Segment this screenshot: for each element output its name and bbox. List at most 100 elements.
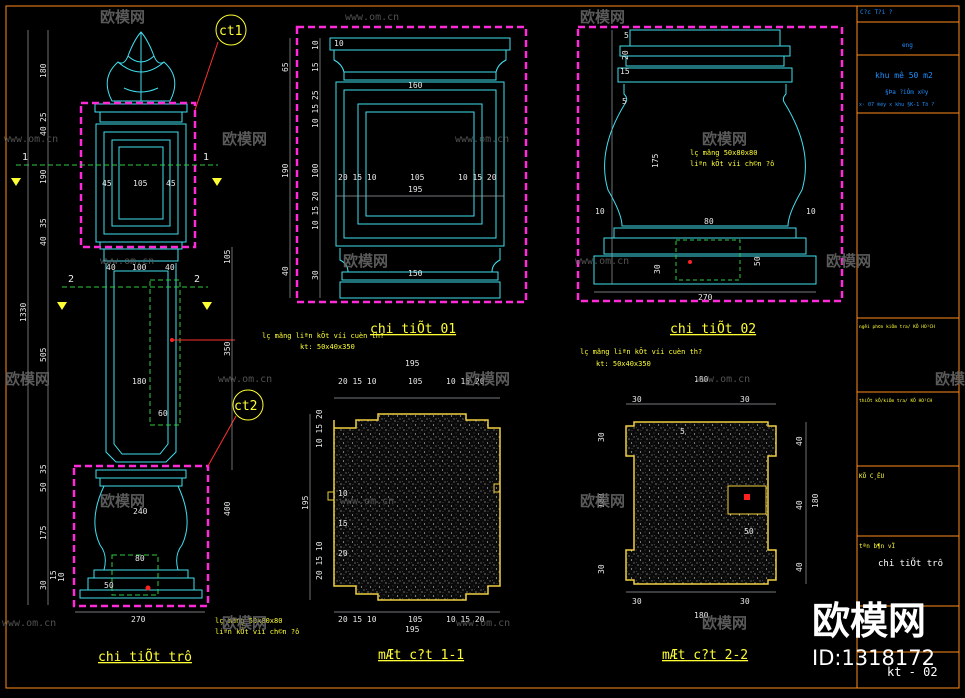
s2-dim-30-tl: 30	[632, 395, 642, 404]
detail2-frame	[576, 25, 844, 303]
d1-dim-5-15: 15	[311, 62, 320, 72]
anchor-hole-marker	[145, 585, 151, 591]
s1-dim-195-side: 195	[301, 495, 310, 510]
s1-dim-bottom-left: 20 15 10	[338, 615, 377, 624]
section22-anchor	[744, 494, 750, 500]
title-block: C?c T?i ? eng khu mê 50 m2 §Þa ?iÓm x©y …	[856, 5, 960, 689]
pillar-note-a: lç mãng liªn kÕt víi cuèn th?	[262, 331, 384, 340]
left-dim-lines	[27, 30, 233, 613]
dim-left-350: 350	[223, 341, 232, 356]
dim-p-45a: 45	[102, 179, 112, 188]
tb-row-3: khu mê 50 m2	[875, 70, 933, 80]
section11-dim-lines	[309, 397, 500, 613]
bottom-note-a: lç mãng 50x80x80	[215, 617, 282, 625]
d1-dim-10-15b: 10 15 20	[311, 191, 320, 230]
d1-dim-10-top: 10	[334, 39, 344, 48]
watermark-brand-10: 欧模网	[100, 492, 145, 510]
s1-dim-105: 105	[408, 377, 423, 386]
watermark-big-brand: 欧模网	[812, 599, 926, 643]
s2-dim-180-left: 180	[597, 493, 606, 508]
dim-p-100: 100	[132, 263, 147, 272]
s2-dim-30-left: 30	[597, 432, 606, 442]
tb-row-9: tªn b¶n vÏ	[859, 543, 896, 550]
detail2-drawing	[593, 29, 817, 285]
s2-dim-30-lb: 30	[597, 564, 606, 574]
title-detail2: chi tiÕt 02	[670, 321, 756, 337]
detail2-anchor-marker	[688, 260, 692, 264]
s2-dim-180-right: 180	[811, 493, 820, 508]
watermark-brand-8: 欧模网	[465, 370, 510, 388]
d1-dim-10-15-20: 10 15 20	[458, 173, 497, 182]
d1-dim-20-15-10: 20 15 10	[338, 173, 377, 182]
tb-row-7: thiÕt kÕ/kiÓm tra/ KÕ HO¹CH	[859, 397, 932, 404]
detail1-frame	[295, 25, 528, 304]
d2-dim-50: 50	[753, 256, 762, 266]
d1-dim-10-15: 10 15	[311, 104, 320, 128]
watermark-site-1: www.om.cn	[345, 12, 399, 23]
ct1-highlight-frame	[79, 101, 197, 249]
watermark-brand-7: 欧模网	[5, 370, 50, 388]
watermark-site-2: www.om.cn	[4, 134, 58, 145]
title-section22: mÆt c?t 2-2	[662, 648, 748, 663]
dim-left-400: 400	[223, 501, 232, 516]
title-pillar: chi tiÕt trô	[98, 649, 192, 665]
d2-dim-10b: 10	[806, 207, 816, 216]
s2-dim-30-br: 30	[740, 597, 750, 606]
section-line-1	[16, 164, 218, 596]
d1-dim-30: 30	[311, 270, 320, 280]
tb-row-8: KÕ C¸ÊU	[859, 472, 885, 480]
s2-dim-40-mid: 40	[795, 500, 804, 510]
watermark-brand-13: 欧模网	[702, 614, 747, 632]
watermark-site-5: www.om.cn	[575, 256, 629, 267]
watermark-brand-2: 欧模网	[580, 8, 625, 26]
s1-dim-15: 15	[338, 519, 348, 528]
tb-sheet-name: chi tiÕt trô	[878, 557, 943, 569]
d2-dim-5b: 5	[622, 97, 627, 106]
dim-left-180: 180	[39, 63, 48, 78]
ct1-label: ct1	[219, 24, 242, 39]
title-section11: mÆt c?t 1-1	[378, 648, 464, 663]
tb-row-6: ng­êi ph©n kiÓm tra/ KÕ HO¹CH	[859, 323, 935, 330]
s1-dim-195-bottom: 195	[405, 625, 420, 634]
s2-dim-180-bottom: 180	[694, 611, 709, 620]
section22-drawing	[625, 421, 777, 585]
dim-left-15: 15	[49, 570, 58, 580]
section-marker-2-left	[57, 302, 67, 310]
s1-dim-20: 20	[338, 549, 348, 558]
dim-p-270: 270	[131, 615, 146, 624]
s2-dim-30-tr: 30	[740, 395, 750, 404]
d1-dim-160: 160	[408, 81, 423, 90]
watermark-site-10: www.om.cn	[456, 618, 510, 629]
watermark-site-3: www.om.cn	[455, 134, 509, 145]
s2-dim-5: 5	[680, 427, 685, 436]
s2-dim-40-top: 40	[795, 436, 804, 446]
d2-dim-15: 15	[620, 67, 630, 76]
tb-row-1: C?c T?i ?	[860, 9, 893, 16]
s2-dim-50: 50	[744, 527, 754, 536]
tb-row-5: x· 07 ®éy x khu §K-1 Tõ ?	[859, 101, 934, 108]
watermark-layer: 欧模网 欧模网 www.om.cn 欧模网 欧模网 www.om.cn www.…	[2, 8, 965, 632]
d2-dim-10a: 10	[595, 207, 605, 216]
dim-left-30: 30	[39, 580, 48, 590]
d1-dim-150: 150	[408, 269, 423, 278]
detail2-note-a: lç mãng 50x80x80	[690, 149, 757, 157]
d2-dim-20: 20	[621, 50, 630, 60]
dim-left-35: 35	[39, 218, 48, 228]
dim-left-total: 1330	[19, 303, 28, 322]
section11-drawing	[333, 413, 501, 601]
tb-row-4: §Þa ?iÓm x©y	[885, 89, 929, 96]
watermark-site-8: www.om.cn	[340, 496, 394, 507]
detail1-drawing	[329, 37, 511, 299]
d1-dim-10: 10	[311, 40, 320, 50]
dim-p-45b: 45	[166, 179, 176, 188]
d2-dim-5a: 5	[624, 31, 629, 40]
d2-dim-80: 80	[704, 217, 714, 226]
section22-dim-lines	[626, 403, 807, 593]
d1-dim-190: 190	[281, 163, 290, 178]
dim-left-40: 40	[39, 126, 48, 136]
ct2-label: ct2	[234, 399, 257, 414]
ct2-highlight-frame	[72, 464, 210, 608]
s1-dim-side-bot: 20 15 10	[315, 541, 324, 580]
d1-dim-25: 25	[311, 90, 320, 100]
